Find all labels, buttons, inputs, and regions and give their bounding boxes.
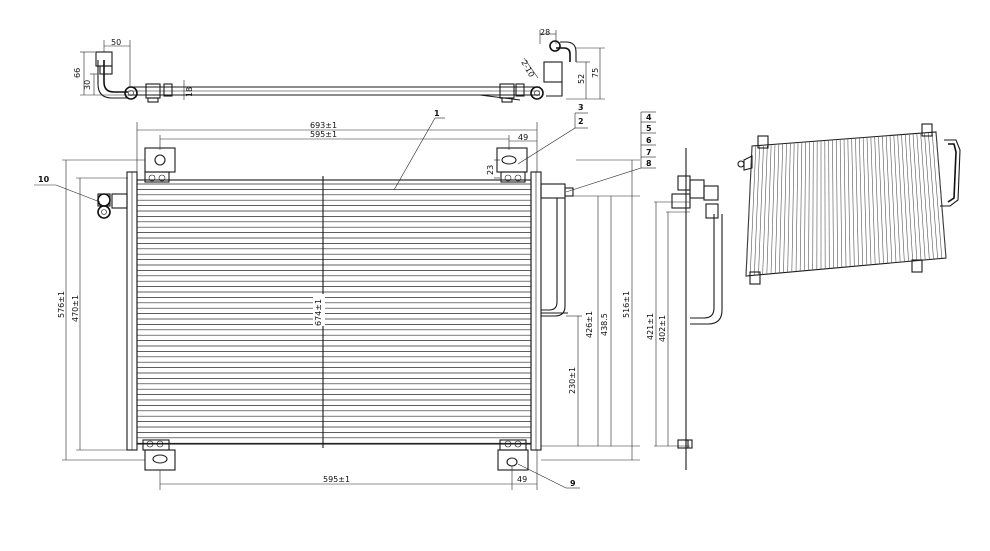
iso-fin-line <box>851 138 855 267</box>
iso-fin-line <box>828 140 830 269</box>
dim-52: 52 <box>577 74 586 84</box>
dim-470: 470±1 <box>71 295 80 322</box>
dim-595-top: 595±1 <box>310 130 337 139</box>
iso-fin-line <box>893 135 901 263</box>
iso-fin-line <box>908 134 918 261</box>
dim-438: 438.5 <box>600 313 609 336</box>
iso-fin-line <box>839 139 843 268</box>
iso-fin-line <box>847 138 851 267</box>
iso-fin-line <box>774 143 780 274</box>
dim-674: 674±1 <box>314 299 323 326</box>
iso-fin-line <box>762 144 768 275</box>
iso-fin-line <box>870 136 876 265</box>
iso-fin-line <box>882 136 888 264</box>
iso-fin-line <box>889 135 897 263</box>
callout-7: 7 <box>646 148 652 157</box>
iso-fin-line <box>836 139 838 268</box>
callout-9: 9 <box>570 479 576 488</box>
callout-2: 2 <box>578 117 584 126</box>
iso-fin-line <box>758 145 764 275</box>
iso-fin-line <box>779 143 783 274</box>
iso-fin-line <box>897 134 905 262</box>
dim-230: 230±1 <box>568 367 577 394</box>
dim-421: 421±1 <box>646 313 655 340</box>
callout-1: 1 <box>434 109 440 118</box>
dim-75: 75 <box>591 68 600 78</box>
iso-fin-line <box>874 136 880 265</box>
iso-fin-line <box>770 144 776 274</box>
iso-fin-line <box>749 145 757 276</box>
iso-fin-line <box>928 132 938 259</box>
top-view: 50 66 30 18 28 75 52 2-10 <box>73 28 605 103</box>
iso-fin-line <box>832 139 834 269</box>
iso-fin-line <box>924 132 934 260</box>
iso-fin-line <box>745 145 753 277</box>
dim-516: 516±1 <box>622 291 631 318</box>
condenser-core-fins <box>137 183 531 444</box>
dim-402: 402±1 <box>658 315 667 342</box>
iso-fin-line <box>804 141 806 271</box>
iso-fin-line <box>795 142 799 272</box>
callout-10: 10 <box>38 175 50 184</box>
iso-fin-line <box>862 137 868 266</box>
callout-6: 6 <box>646 136 652 145</box>
callout-4: 4 <box>646 113 652 122</box>
iso-fin-line <box>931 132 943 259</box>
dim-693: 693±1 <box>310 121 337 130</box>
iso-fin-line <box>766 144 772 275</box>
iso-fin-line <box>885 135 893 263</box>
iso-fin-line <box>855 138 859 266</box>
dim-23: 23 <box>486 165 495 175</box>
dim-30: 30 <box>83 80 92 90</box>
dim-50: 50 <box>111 38 121 47</box>
iso-fin-line <box>916 133 926 260</box>
dim-66: 66 <box>73 68 82 78</box>
iso-fin-line <box>799 142 803 272</box>
callout-3: 3 <box>578 103 584 112</box>
iso-fin-line <box>787 143 791 273</box>
iso-fin-line <box>920 133 930 260</box>
dim-28: 28 <box>540 28 550 37</box>
dim-595-bottom: 595±1 <box>323 475 350 484</box>
dim-49-bottom: 49 <box>517 475 527 484</box>
iso-fin-line <box>905 134 913 262</box>
iso-fin-line <box>912 133 922 261</box>
iso-fin-line <box>859 137 863 266</box>
dim-49-top: 49 <box>518 133 528 142</box>
iso-fin-line <box>935 131 947 259</box>
callout-8: 8 <box>646 159 652 168</box>
iso-fin-line <box>783 143 787 273</box>
dim-18: 18 <box>185 87 194 97</box>
iso-fin-line <box>901 134 909 262</box>
callout-5: 5 <box>646 124 652 133</box>
isometric-view <box>737 123 961 285</box>
iso-fin-line <box>878 136 884 264</box>
dim-2-10: 2-10 <box>519 59 536 79</box>
iso-fin-line <box>808 141 810 271</box>
side-view: 421±1 402±1 <box>646 148 723 470</box>
iso-fin-line <box>866 137 872 265</box>
dim-576: 576±1 <box>57 291 66 318</box>
isometric-core-fins <box>745 131 947 277</box>
front-view: 693±1 595±1 49 23 595±1 49 576±1 470±1 6… <box>34 103 656 490</box>
iso-fin-line <box>791 142 795 272</box>
iso-fin-line <box>754 145 760 276</box>
dim-426: 426±1 <box>585 311 594 338</box>
iso-fin-line <box>843 138 847 268</box>
iso-fin-line <box>812 141 814 271</box>
